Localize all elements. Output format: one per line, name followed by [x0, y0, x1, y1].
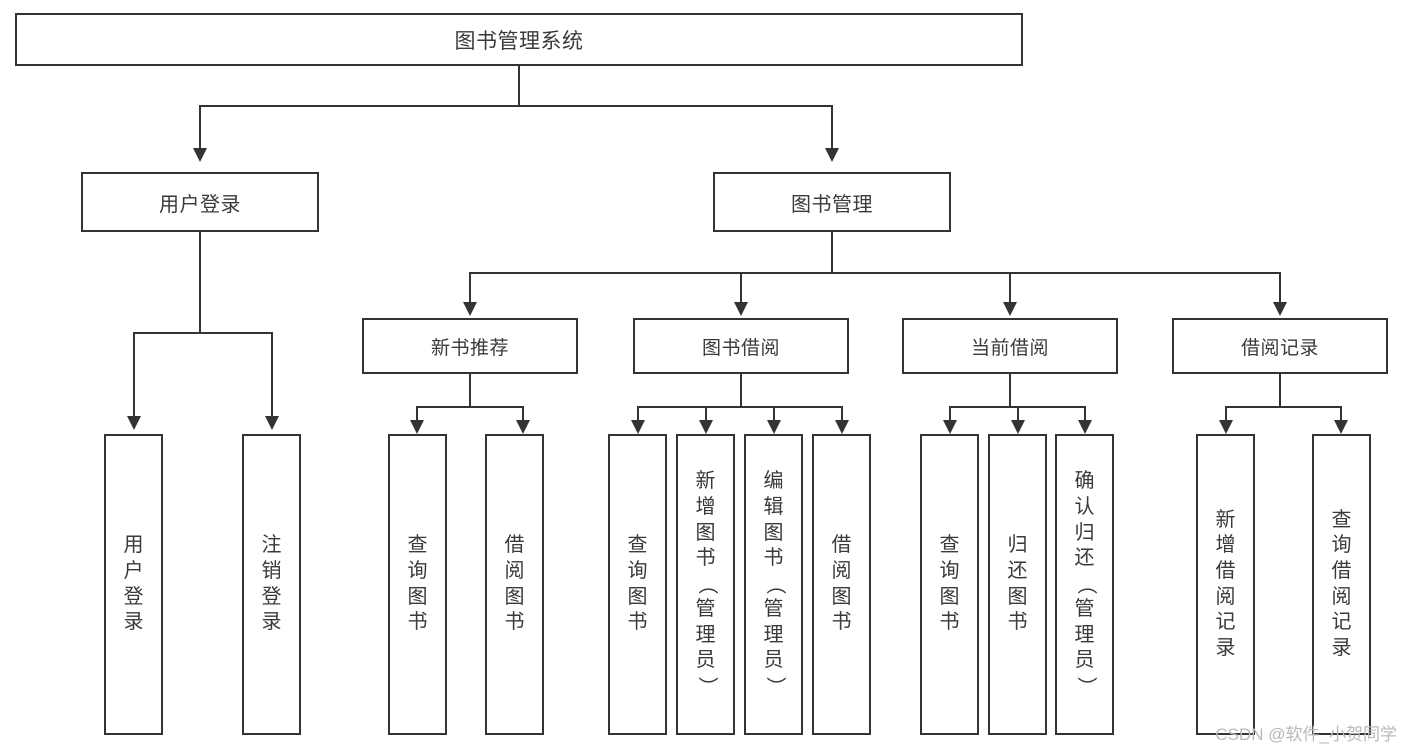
node-label: 当前借阅 — [970, 337, 1049, 359]
arrow-leaf-query-record — [1334, 420, 1348, 434]
connector-borrow-record-bar — [1225, 406, 1341, 408]
arrow-leaf-query-book-3 — [943, 420, 957, 434]
arrow-leaf-query-book-2 — [631, 420, 645, 434]
arrow-borrow-record — [1273, 302, 1287, 316]
connector-current-borrow-stem — [1009, 374, 1011, 407]
node-label: 编辑图书（管理员） — [763, 470, 786, 698]
node-label: 查询借阅记录 — [1331, 508, 1352, 659]
connector-book-borrow-bar — [637, 406, 842, 408]
node-label: 借阅记录 — [1240, 337, 1319, 359]
arrow-leaf-user-login — [127, 416, 141, 430]
arrow-leaf-query-book-1 — [410, 420, 424, 434]
arrow-leaf-add-book — [699, 420, 713, 434]
arrow-leaf-add-record — [1219, 420, 1233, 434]
arrow-leaf-return-book — [1011, 420, 1025, 434]
connector-borrow-record-stem — [1279, 374, 1281, 407]
connector-book-manage-stem — [831, 232, 833, 274]
node-label: 图书管理系统 — [454, 29, 584, 53]
node-label: 新书推荐 — [430, 337, 509, 359]
node-leaf-borrow-book-1[interactable]: 借阅图书 — [485, 434, 544, 735]
node-label: 新增借阅记录 — [1215, 508, 1236, 659]
node-book-borrow[interactable]: 图书借阅 — [633, 318, 849, 374]
connector-drop-leaf-user-login — [133, 332, 135, 418]
connector-drop-leaf-confirm-return — [1084, 406, 1086, 422]
node-leaf-query-record[interactable]: 查询借阅记录 — [1312, 434, 1371, 735]
connector-drop-leaf-add-book — [705, 406, 707, 422]
connector-root-bar — [199, 105, 833, 107]
node-label: 查询图书 — [407, 534, 428, 634]
node-label: 用户登录 — [123, 534, 144, 634]
node-leaf-add-record[interactable]: 新增借阅记录 — [1196, 434, 1255, 735]
node-leaf-return-book[interactable]: 归还图书 — [988, 434, 1047, 735]
node-user-login[interactable]: 用户登录 — [81, 172, 319, 232]
connector-drop-leaf-edit-book — [773, 406, 775, 422]
node-label: 借阅图书 — [504, 534, 525, 634]
node-label: 图书管理 — [791, 193, 873, 216]
arrow-leaf-borrow-book-1 — [516, 420, 530, 434]
node-leaf-borrow-book-2[interactable]: 借阅图书 — [812, 434, 871, 735]
connector-drop-book-manage — [831, 105, 833, 150]
arrow-leaf-user-logout — [265, 416, 279, 430]
connector-drop-leaf-query-book-3 — [949, 406, 951, 422]
node-new-book-recommend[interactable]: 新书推荐 — [362, 318, 578, 374]
connector-drop-book-borrow — [740, 272, 742, 304]
node-label: 借阅图书 — [831, 534, 852, 634]
node-leaf-add-book[interactable]: 新增图书（管理员） — [676, 434, 735, 735]
node-label: 用户登录 — [159, 193, 241, 216]
connector-new-book-recommend-bar — [416, 406, 523, 408]
arrow-new-book-recommend — [463, 302, 477, 316]
node-label: 归还图书 — [1007, 534, 1028, 634]
arrow-book-borrow — [734, 302, 748, 316]
node-leaf-confirm-return[interactable]: 确认归还（管理员） — [1055, 434, 1114, 735]
node-leaf-user-login[interactable]: 用户登录 — [104, 434, 163, 735]
node-leaf-user-logout[interactable]: 注销登录 — [242, 434, 301, 735]
node-label: 注销登录 — [261, 534, 282, 634]
node-leaf-edit-book[interactable]: 编辑图书（管理员） — [744, 434, 803, 735]
connector-drop-leaf-query-record — [1340, 406, 1342, 422]
node-label: 确认归还（管理员） — [1074, 470, 1097, 698]
connector-level2-bar — [469, 272, 1281, 274]
node-leaf-query-book-3[interactable]: 查询图书 — [920, 434, 979, 735]
connector-drop-new-book-recommend — [469, 272, 471, 304]
node-book-manage[interactable]: 图书管理 — [713, 172, 951, 232]
node-leaf-query-book-1[interactable]: 查询图书 — [388, 434, 447, 735]
arrow-user-login — [193, 148, 207, 162]
arrow-book-manage — [825, 148, 839, 162]
node-root-system[interactable]: 图书管理系统 — [15, 13, 1023, 66]
node-label: 查询图书 — [627, 534, 648, 634]
connector-drop-leaf-borrow-book-1 — [522, 406, 524, 422]
connector-drop-borrow-record — [1279, 272, 1281, 304]
node-leaf-query-book-2[interactable]: 查询图书 — [608, 434, 667, 735]
connector-drop-leaf-return-book — [1017, 406, 1019, 422]
arrow-leaf-edit-book — [767, 420, 781, 434]
connector-drop-leaf-add-record — [1225, 406, 1227, 422]
node-label: 图书借阅 — [701, 337, 780, 359]
connector-user-login-stem — [199, 232, 201, 333]
node-current-borrow[interactable]: 当前借阅 — [902, 318, 1118, 374]
connector-drop-leaf-borrow-book-2 — [841, 406, 843, 422]
node-label: 新增图书（管理员） — [695, 470, 718, 698]
connector-drop-leaf-query-book-2 — [637, 406, 639, 422]
connector-drop-leaf-user-logout — [271, 332, 273, 418]
arrow-leaf-confirm-return — [1078, 420, 1092, 434]
connector-drop-user-login — [199, 105, 201, 150]
arrow-current-borrow — [1003, 302, 1017, 316]
connector-root-stem — [518, 66, 520, 106]
connector-new-book-recommend-stem — [469, 374, 471, 407]
connector-book-borrow-stem — [740, 374, 742, 407]
connector-user-login-bar — [133, 332, 272, 334]
node-label: 查询图书 — [939, 534, 960, 634]
node-borrow-record[interactable]: 借阅记录 — [1172, 318, 1388, 374]
connector-drop-leaf-query-book-1 — [416, 406, 418, 422]
arrow-leaf-borrow-book-2 — [835, 420, 849, 434]
connector-drop-current-borrow — [1009, 272, 1011, 304]
